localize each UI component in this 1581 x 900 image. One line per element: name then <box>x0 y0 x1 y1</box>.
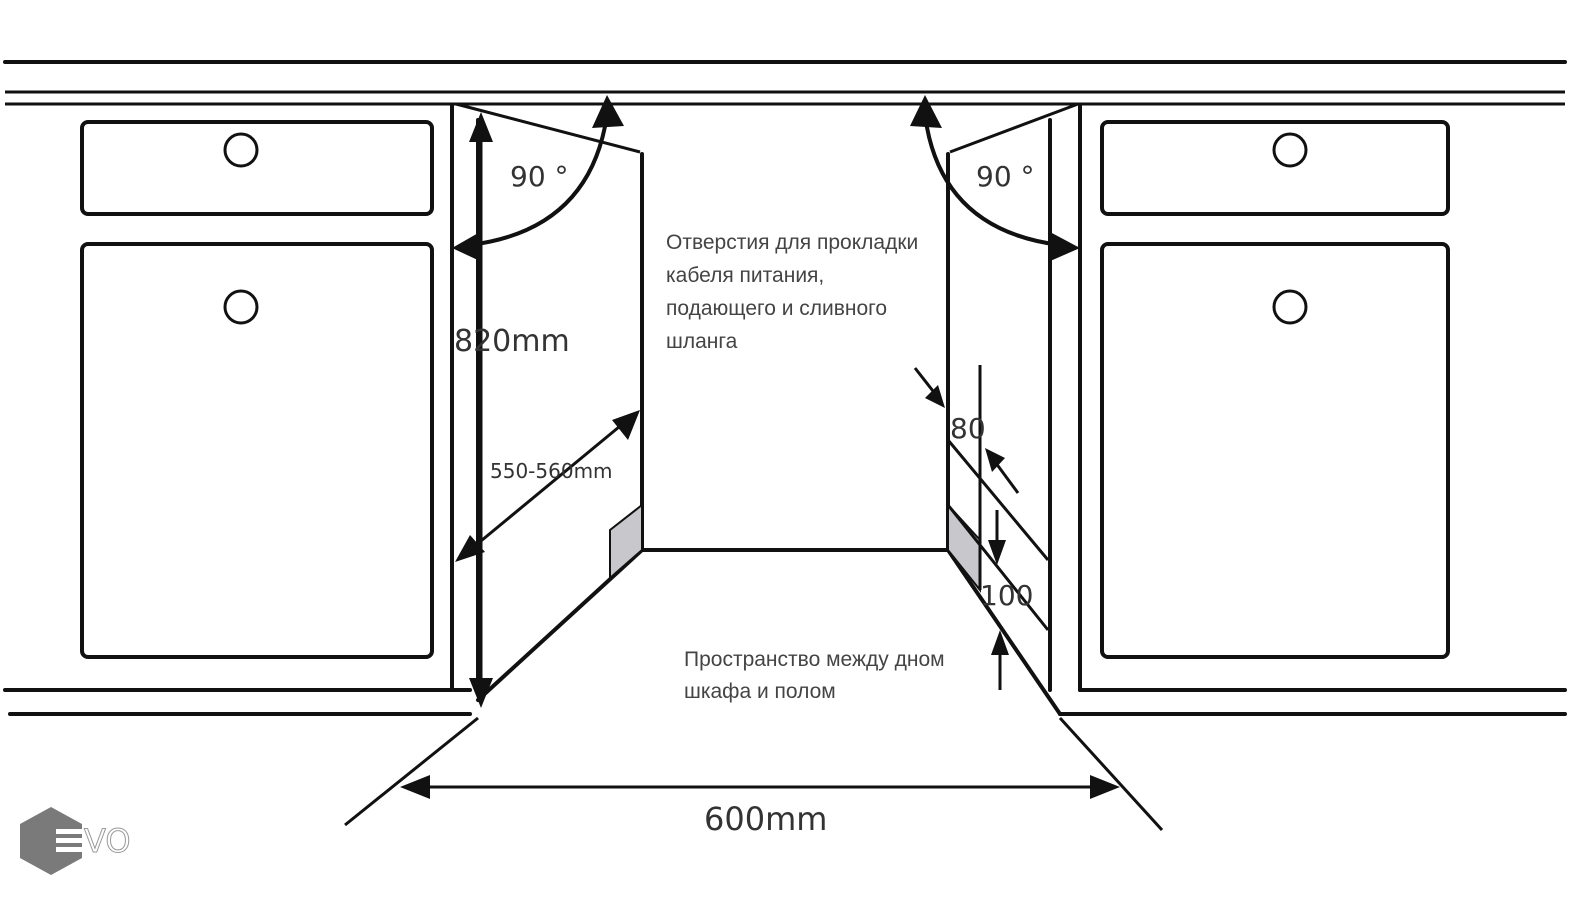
holes-note-line: Отверстия для прокладки <box>666 231 918 254</box>
clearance-arrows <box>913 367 1020 690</box>
width-label: 600mm <box>704 800 827 838</box>
holes-note-line: шланга <box>666 330 738 353</box>
evo-logo: VO <box>20 807 131 875</box>
door-swing-arcs <box>452 95 1080 262</box>
height-dimension <box>469 112 493 708</box>
countertop <box>3 60 1567 106</box>
space-note-line: Пространство между дном <box>684 648 945 671</box>
width-dimension <box>344 716 1164 832</box>
left-cabinet <box>80 104 480 692</box>
space-note-line: шкафа и полом <box>684 680 836 703</box>
height-label: 820mm <box>454 324 570 359</box>
holes-note-line: кабеля питания, <box>666 264 824 287</box>
niche <box>455 102 1079 716</box>
holes-note: Отверстия для прокладки кабеля питания, … <box>666 231 918 353</box>
space-note: Пространство между дном шкафа и полом <box>684 648 945 703</box>
holes-note-line: подающего и сливного <box>666 297 887 320</box>
clearance-100-label: 100 <box>980 579 1033 612</box>
plinth <box>3 688 1567 716</box>
angle-right-label: 90 ° <box>976 160 1035 193</box>
logo-text: VO <box>84 822 131 860</box>
depth-label: 550-560mm <box>490 459 613 483</box>
depth-dimension <box>455 410 640 562</box>
right-cabinet <box>1048 104 1450 692</box>
angle-left-label: 90 ° <box>510 160 569 193</box>
clearance-80-label: 80 <box>950 412 986 445</box>
